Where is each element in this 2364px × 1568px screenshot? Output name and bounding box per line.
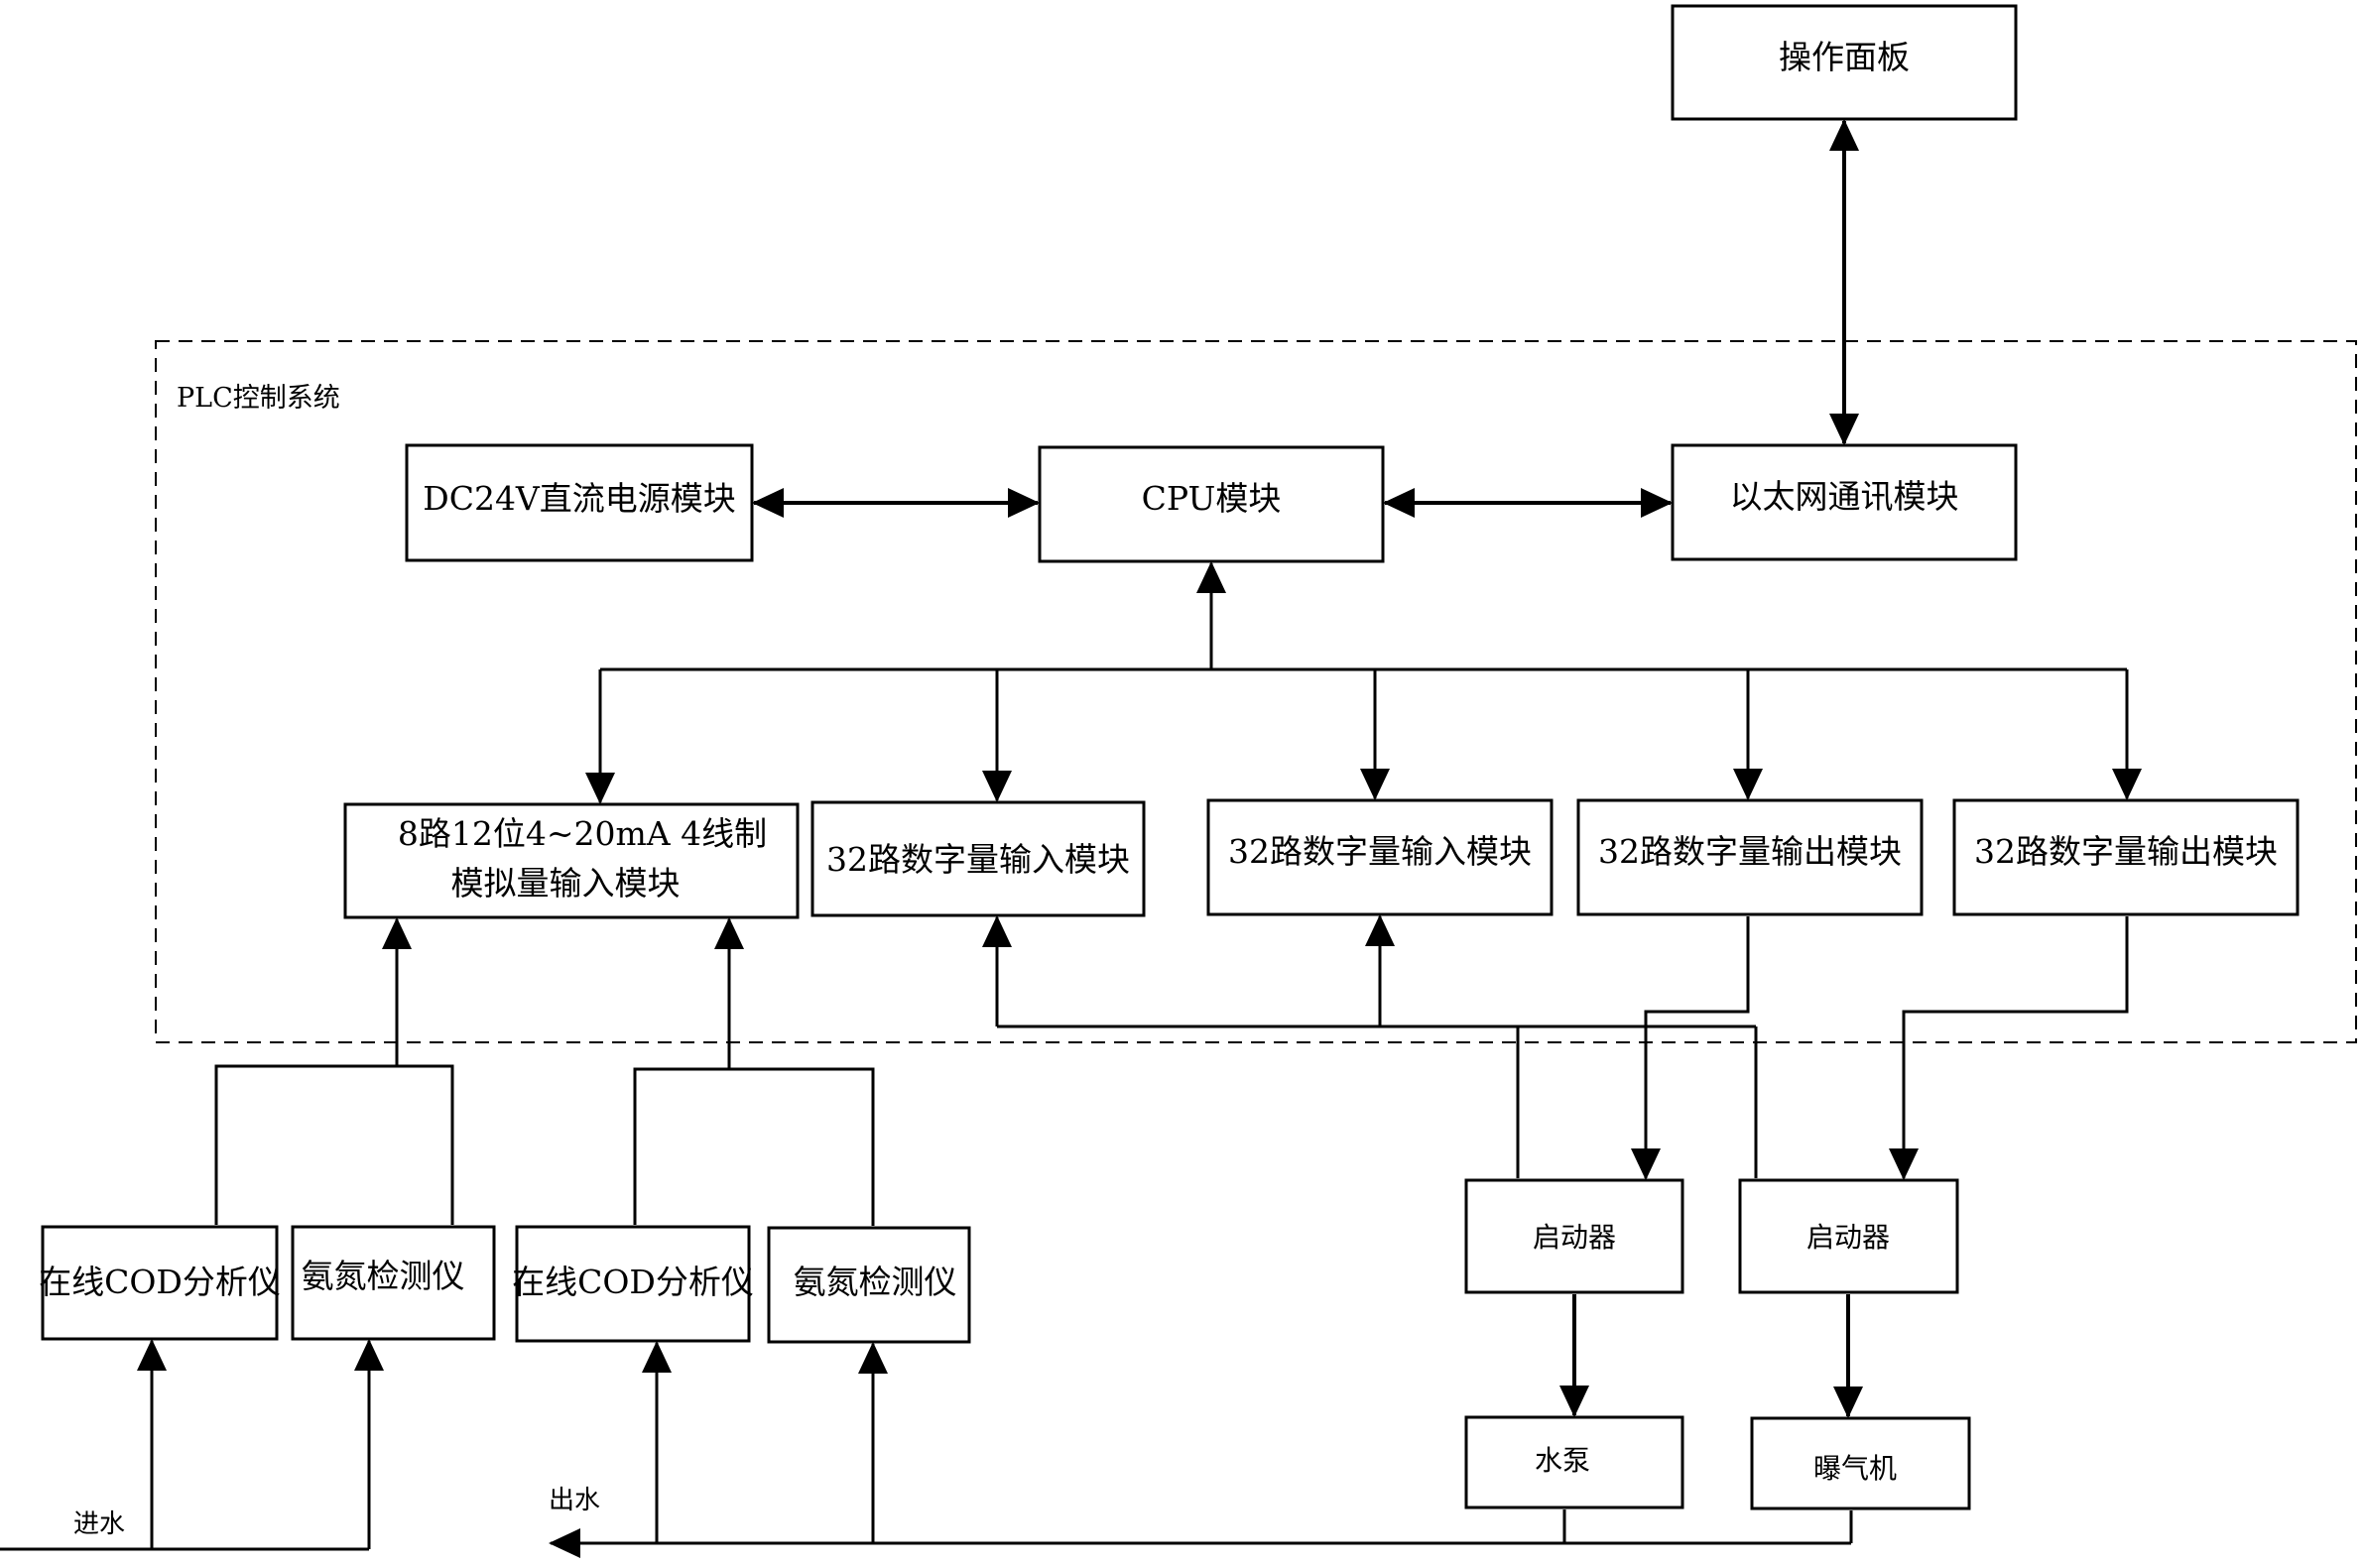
analog-input-module-box: [343, 802, 800, 919]
cpu-module-label: CPU模块: [1142, 479, 1282, 518]
power-module-label: DC24V直流电源模块: [423, 479, 736, 518]
water-pump-box: [1464, 1415, 1684, 1509]
digital-output-module-2-label: 32路数字量输出模块: [1974, 832, 2278, 871]
analog-input-module-label-line2: 模拟量输入模块: [451, 864, 681, 903]
aerator-box: [1750, 1416, 1971, 1510]
digital-input-module-2-label: 32路数字量输入模块: [1228, 832, 1532, 871]
operation-panel-label: 操作面板: [1779, 38, 1910, 76]
starter-1-box: [1464, 1178, 1684, 1294]
ethernet-module-label: 以太网通讯模块: [1730, 477, 1959, 516]
water-in-label: 进水: [73, 1509, 125, 1539]
water-out-label: 出水: [549, 1486, 600, 1515]
starter-1-label: 启动器: [1533, 1221, 1616, 1254]
water-pump-label: 水泵: [1535, 1444, 1590, 1477]
digital-input-module-2-box: [1206, 798, 1554, 916]
starter-2-box: [1738, 1178, 1959, 1294]
plc-system-boundary: [155, 340, 2357, 1043]
ammonia-detector-in-box: [291, 1225, 496, 1341]
ammonia-detector-out-label: 氨氮检测仪: [794, 1263, 957, 1301]
digital-input-module-1-box: [810, 800, 1146, 917]
digital-output-module-1-label: 32路数字量输出模块: [1598, 832, 1902, 871]
operation-panel-box: [1671, 4, 2018, 121]
output-1-to-starter-1: [1631, 916, 1750, 1180]
cod-analyzer-out-label: 在线COD分析仪: [512, 1263, 754, 1301]
starter-2-label: 启动器: [1806, 1221, 1890, 1254]
ethernet-module-box: [1671, 443, 2018, 561]
digital-output-module-1-box: [1576, 798, 1924, 916]
cod-analyzer-in-label: 在线COD分析仪: [39, 1263, 281, 1301]
power-module-box: [405, 443, 754, 562]
inlet-sensors-merge: [214, 1064, 454, 1225]
ammonia-detector-out-box: [767, 1226, 971, 1344]
cod-analyzer-in-box: [41, 1225, 279, 1341]
analog-input-module-label-line1: 8路12位4~20mA 4线制: [398, 814, 767, 853]
ammonia-detector-in-label: 氨氮检测仪: [302, 1257, 465, 1295]
plc-system-label: PLC控制系统: [177, 383, 340, 414]
aerator-label: 曝气机: [1813, 1452, 1897, 1485]
cod-analyzer-out-box: [515, 1225, 751, 1343]
digital-input-module-1-label: 32路数字量输入模块: [826, 840, 1130, 879]
output-2-to-starter-2: [1889, 916, 2129, 1180]
outlet-sensors-merge: [633, 1067, 875, 1226]
digital-output-module-2-box: [1952, 798, 2300, 916]
